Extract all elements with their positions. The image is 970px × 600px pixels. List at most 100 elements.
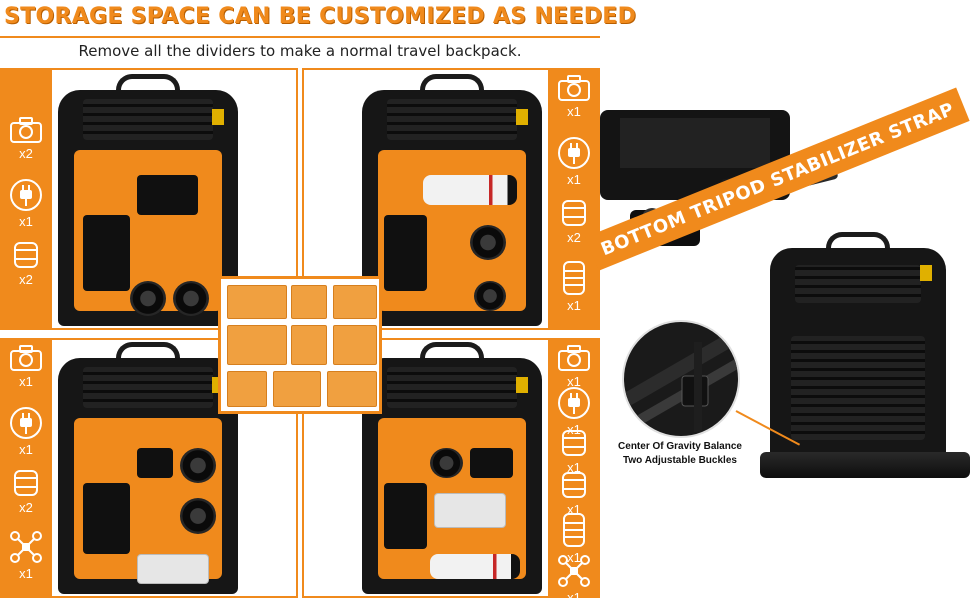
lens-icon bbox=[548, 198, 600, 228]
icon-count-item: x1 bbox=[548, 74, 600, 119]
icon-count-item: x1 bbox=[548, 554, 600, 600]
long-lens-icon bbox=[548, 512, 600, 548]
item-count: x1 bbox=[567, 104, 581, 119]
divider-panel bbox=[333, 285, 377, 319]
backpack-top-right bbox=[362, 74, 542, 326]
backpack-tag bbox=[515, 109, 528, 126]
icon-count-item: x1 bbox=[548, 136, 600, 187]
divider-panel bbox=[227, 325, 287, 365]
drone-icon bbox=[548, 554, 600, 588]
item-count: x1 bbox=[19, 566, 33, 581]
item-count: x1 bbox=[567, 374, 581, 389]
icon-count-item: x1 bbox=[548, 428, 600, 475]
icon-count-item: x1 bbox=[0, 344, 52, 389]
icon-count-item: x1 bbox=[0, 530, 52, 581]
backpack-tag bbox=[211, 109, 224, 126]
lens bbox=[130, 280, 166, 316]
backpack-handle bbox=[116, 342, 180, 364]
backpack-handle bbox=[420, 342, 484, 364]
camera-body bbox=[137, 447, 174, 479]
backpack-molle-panel bbox=[387, 99, 517, 140]
buckle-caption: Center Of Gravity Balance Two Adjustable… bbox=[600, 440, 760, 468]
divider-panel bbox=[227, 371, 267, 407]
lens bbox=[470, 225, 506, 261]
camera-icon bbox=[548, 344, 600, 372]
icon-count-item: x2 bbox=[0, 468, 52, 515]
backpack-bottom-left bbox=[58, 342, 238, 594]
divider-panel bbox=[227, 285, 287, 319]
backpack-tag bbox=[919, 265, 932, 282]
camera-body bbox=[137, 174, 199, 216]
drone bbox=[434, 493, 506, 529]
backpack-molle-panel bbox=[83, 367, 213, 408]
icon-count-item: x1 bbox=[548, 470, 600, 517]
caption-line-gravity: Center Of Gravity Balance bbox=[618, 441, 742, 452]
divider-panel bbox=[291, 325, 327, 365]
item-count: x2 bbox=[19, 500, 33, 515]
backpack-top-left bbox=[58, 74, 238, 326]
telephoto-lens bbox=[423, 174, 517, 206]
drone bbox=[137, 553, 210, 584]
lens-icon bbox=[0, 468, 52, 498]
charger-plug-icon bbox=[0, 406, 52, 440]
backpack-front-pouches bbox=[791, 335, 925, 440]
item-count: x1 bbox=[19, 214, 33, 229]
divider-panel bbox=[291, 285, 327, 319]
lens bbox=[430, 447, 463, 479]
charger-plug-icon bbox=[548, 386, 600, 420]
backpack-molle-panel bbox=[83, 99, 213, 140]
item-count: x1 bbox=[567, 298, 581, 313]
lens bbox=[180, 498, 217, 534]
charger-plug-icon bbox=[548, 136, 600, 170]
item-count: x1 bbox=[19, 374, 33, 389]
icon-count-item: x1 bbox=[548, 386, 600, 437]
sidebar-bottom-right bbox=[548, 338, 600, 598]
removable-dividers bbox=[218, 276, 382, 414]
icon-count-item: x1 bbox=[0, 406, 52, 457]
tripod bbox=[760, 452, 970, 478]
backpack-handle bbox=[420, 74, 484, 96]
headline-subtitle: Remove all the dividers to make a normal… bbox=[78, 42, 522, 60]
backpack-handle bbox=[116, 74, 180, 96]
charger-plug-icon bbox=[0, 178, 52, 212]
drone-icon bbox=[0, 530, 52, 564]
item-count: x2 bbox=[19, 272, 33, 287]
caption-line-buckles: Two Adjustable Buckles bbox=[623, 455, 737, 466]
camera-body bbox=[83, 483, 130, 554]
icon-count-item: x2 bbox=[0, 240, 52, 287]
backpack-with-tripod bbox=[770, 232, 946, 468]
long-lens-icon bbox=[548, 260, 600, 296]
divider-panel bbox=[333, 325, 377, 365]
item-count: x2 bbox=[19, 146, 33, 161]
icon-count-item: x1 bbox=[548, 344, 600, 389]
divider-panel bbox=[273, 371, 321, 407]
buckle-detail-zoom bbox=[622, 320, 740, 438]
backpack-handle bbox=[826, 232, 890, 254]
backpack-tag bbox=[515, 377, 528, 394]
camera-body bbox=[83, 215, 130, 291]
item-count: x1 bbox=[567, 172, 581, 187]
headline-title: STORAGE SPACE CAN BE CUSTOMIZED AS NEEDE… bbox=[4, 4, 637, 29]
telephoto-lens bbox=[430, 553, 521, 579]
item-count: x1 bbox=[567, 460, 581, 475]
lens bbox=[173, 280, 210, 316]
camera-icon bbox=[0, 116, 52, 144]
item-count: x1 bbox=[567, 590, 581, 600]
backpack-bottom-right bbox=[362, 342, 542, 594]
camera-body bbox=[383, 215, 427, 291]
lens-icon bbox=[0, 240, 52, 270]
camera-body bbox=[470, 447, 514, 479]
backpack-molle-panel bbox=[794, 265, 922, 303]
camera-icon bbox=[0, 344, 52, 372]
sidebar-top-right bbox=[548, 68, 600, 330]
divider-panel bbox=[327, 371, 377, 407]
icon-count-item: x2 bbox=[548, 198, 600, 245]
icon-count-item: x1 bbox=[548, 512, 600, 565]
lens-icon bbox=[548, 470, 600, 500]
headline-divider bbox=[0, 36, 600, 38]
lens-icon bbox=[548, 428, 600, 458]
item-count: x1 bbox=[567, 550, 581, 565]
lens bbox=[473, 280, 506, 311]
lens bbox=[180, 447, 217, 484]
item-count: x2 bbox=[567, 230, 581, 245]
